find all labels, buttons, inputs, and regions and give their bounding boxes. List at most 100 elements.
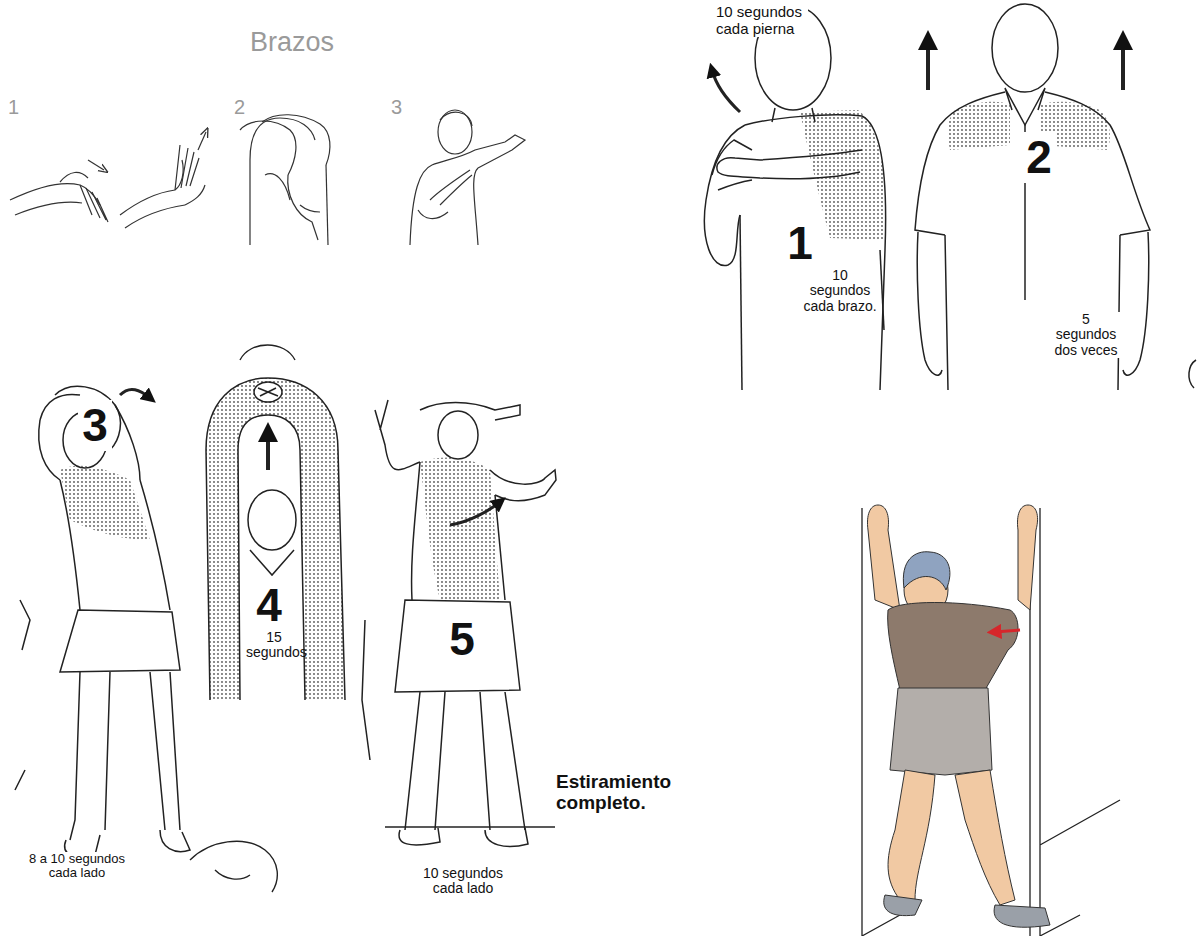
shoulder-shrug-figure-part: [1121, 40, 1125, 90]
triceps-stretch-figure-part: [326, 165, 328, 245]
wrist-stretch-figure-part: [88, 160, 104, 170]
overhead-reach-figure: [206, 378, 345, 700]
shoulder-stretch-figure-part: [438, 110, 472, 154]
duration-note: 5 segundos dos veces: [1050, 312, 1122, 358]
side-bend-figure-part: [60, 480, 170, 610]
shoulder-stretch-figure-part: [474, 168, 478, 245]
cropped-head-fragment-part: [215, 870, 250, 879]
shoulder-shrug-figure-part: [1123, 232, 1149, 375]
trunk-twist-figure-part: [399, 828, 528, 846]
trunk-twist-figure-part: [362, 620, 370, 760]
wrist-stretch-figure-part: [185, 185, 205, 205]
doorway-stretch-figure-part: [955, 770, 1015, 905]
side-bend-figure-part: [15, 600, 30, 790]
callout-number: 3: [78, 400, 112, 451]
wrist-stretch-figure-part: [175, 145, 199, 190]
arm-across-figure-part: [772, 108, 815, 122]
triceps-stretch-figure-part: [240, 121, 296, 175]
wrist-stretch-figure-part: [80, 185, 108, 222]
doorway-stretch-figure-part: [994, 905, 1050, 927]
overhead-reach-figure-part: [266, 432, 270, 470]
arm-across-figure: [704, 6, 885, 390]
trunk-twist-figure-part: [375, 400, 420, 470]
callout-number: 5: [444, 614, 480, 665]
trunk-twist-figure: [362, 400, 556, 846]
trunk-twist-figure-part: [412, 462, 505, 600]
side-bend-figure-part: [60, 610, 180, 672]
doorway-stretch-figure-part: [888, 770, 935, 900]
duration-note: 10 segundos cada lado: [416, 866, 510, 897]
shoulder-stretch-figure-part: [410, 165, 432, 245]
step-number: 1: [8, 96, 28, 118]
side-bend-figure-part: [60, 466, 150, 540]
shoulder-shrug-figure-part: [917, 232, 942, 375]
arm-across-figure-part: [880, 250, 884, 330]
shoulder-stretch-figure-part: [418, 210, 448, 219]
shoulder-shrug-figure-part: [1005, 88, 1045, 125]
wrist-stretch-figure-part: [60, 172, 88, 182]
callout-number: 4: [250, 580, 288, 631]
overhead-reach-figure-part: [248, 490, 296, 550]
cropped-head-fragment-part: [190, 841, 277, 892]
cropped-head-fragment-part: [240, 345, 295, 360]
side-bend-figure-part: [70, 672, 180, 840]
wrist-stretch-figure-part: [15, 202, 82, 215]
doorway-stretch-figure-part: [884, 895, 922, 916]
doorway-stretch-figure-part: [890, 688, 992, 775]
doorway-stretch-figure-part: [994, 630, 1020, 632]
shoulder-shrug-figure-part: [948, 102, 1010, 150]
callout-number: 2: [1022, 132, 1056, 183]
step-number: 3: [391, 96, 411, 118]
side-bend-figure-part: [55, 386, 120, 450]
wrist-stretch-figure-part: [198, 132, 206, 150]
shoulder-shrug-figure-part: [926, 40, 930, 90]
shoulder-shrug-figure: [915, 4, 1196, 390]
triceps-stretch-figure-part: [265, 174, 290, 200]
arm-across-figure-part: [712, 70, 740, 112]
shoulder-stretch-figure: [410, 110, 525, 245]
arm-across-figure-part: [712, 140, 752, 190]
doorway-stretch-figure-part: [903, 552, 950, 590]
wrist-stretch-figure: [10, 132, 206, 228]
doorway-stretch-figure: [862, 505, 1120, 936]
doorway-stretch-figure-part: [867, 505, 900, 610]
callout-number: 1: [783, 218, 817, 269]
overhead-reach-figure-part: [206, 378, 345, 700]
trunk-twist-figure-part: [405, 692, 525, 830]
shoulder-shrug-figure-part: [915, 92, 1005, 235]
overhead-reach-figure-part: [206, 378, 345, 700]
arm-across-figure-part: [704, 125, 745, 266]
duration-note: 10 segundos cada pierna: [716, 4, 808, 37]
overhead-reach-figure-part: [238, 415, 305, 700]
shoulder-stretch-figure-part: [440, 112, 472, 126]
shoulder-stretch-figure-part: [430, 170, 472, 205]
cropped-head-fragment: [190, 345, 295, 892]
shoulder-shrug-figure-part: [1045, 92, 1150, 235]
panel-heading: Brazos: [250, 28, 360, 58]
shoulder-shrug-figure-part: [1189, 360, 1196, 388]
doorway-stretch-figure-part: [862, 508, 1120, 936]
trunk-twist-figure-part: [490, 470, 556, 501]
trunk-twist-figure-part: [385, 826, 555, 828]
trunk-twist-figure-part: [450, 502, 500, 525]
duration-note: 8 a 10 segundos cada lado: [22, 852, 132, 881]
figure-caption: Estiramiento completo.: [556, 772, 686, 814]
triceps-stretch-figure: [240, 115, 330, 245]
duration-note: 10 segundos cada brazo.: [800, 268, 880, 314]
doorway-stretch-figure-part: [888, 603, 1018, 691]
arm-across-figure-part: [717, 150, 862, 179]
overhead-reach-figure-part: [258, 388, 278, 396]
side-bend-figure-part: [120, 389, 150, 398]
trunk-twist-figure-part: [438, 411, 478, 459]
trunk-twist-figure-part: [395, 600, 520, 692]
arm-across-figure-part: [740, 215, 742, 390]
trunk-twist-figure-part: [420, 457, 500, 600]
duration-note: 15 segundos: [246, 630, 302, 661]
triceps-stretch-figure-part: [250, 118, 315, 245]
step-number: 2: [234, 96, 254, 118]
doorway-stretch-figure-part: [1017, 505, 1037, 610]
wrist-stretch-figure-part: [125, 205, 185, 228]
side-bend-figure: [15, 386, 190, 857]
triceps-stretch-figure-part: [300, 205, 320, 212]
